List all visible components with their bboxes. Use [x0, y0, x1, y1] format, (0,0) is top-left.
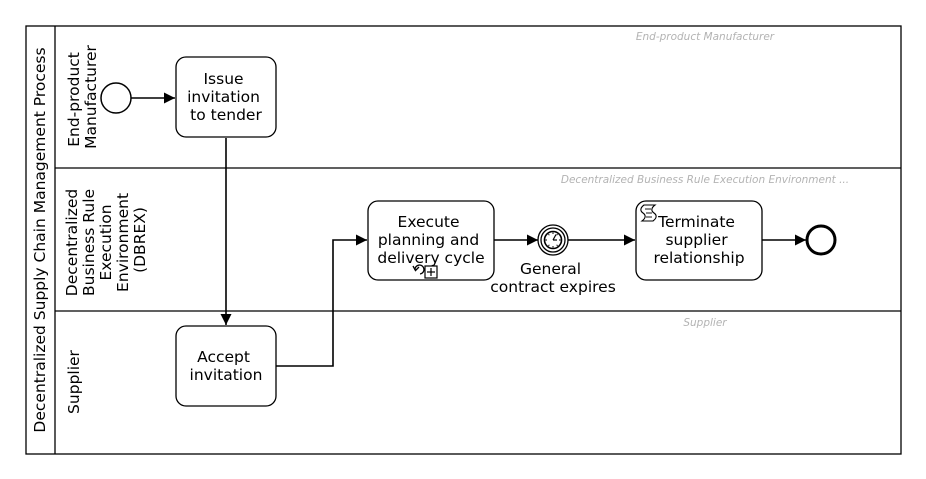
lane-supplier-label: Supplier: [65, 349, 83, 413]
task-label: Issue invitation to tender: [187, 70, 265, 124]
task-label-line: relationship: [653, 249, 744, 267]
lane-watermark: Supplier: [683, 317, 727, 329]
lane-manufacturer-label: End-product Manufacturer: [65, 44, 100, 148]
task-label-line: invitation: [190, 366, 263, 384]
lane-label-line: Environment: [114, 193, 132, 292]
lane-label-line: End-product: [65, 52, 83, 147]
lane-label-line: (DBREX): [131, 207, 149, 273]
task-label-line: planning and: [378, 231, 479, 249]
event-label: General contract expires: [490, 260, 616, 296]
task-box: [175, 325, 277, 407]
task-box: [367, 200, 495, 281]
pool-label: Decentralized Supply Chain Management Pr…: [31, 47, 49, 432]
event-label-line: contract expires: [490, 278, 616, 296]
start-event[interactable]: [100, 82, 132, 114]
task-box: [175, 56, 277, 138]
loop-icon: [412, 264, 425, 275]
task-terminate-relationship[interactable]: Terminate supplier relationship: [635, 200, 763, 281]
lane-label-text: Decentralized Business Rule Execution En…: [63, 184, 149, 296]
task-label-line: supplier: [665, 231, 728, 249]
end-event[interactable]: [805, 224, 837, 256]
task-label: Terminate supplier relationship: [653, 213, 744, 267]
lane-label-line: Execution: [97, 204, 115, 280]
subprocess-plus-icon[interactable]: [424, 265, 438, 279]
task-accept-invitation[interactable]: Accept invitation: [175, 325, 277, 407]
event-label-line: General: [520, 260, 581, 278]
subprocess-execute-planning[interactable]: Execute planning and delivery cycle: [367, 200, 495, 281]
task-label-line: Terminate: [657, 213, 735, 231]
timer-intermediate-event[interactable]: General contract expires: [490, 224, 616, 296]
lane-label-line: Supplier: [65, 349, 83, 413]
task-label: Accept invitation: [190, 348, 263, 384]
task-label-line: Accept: [197, 348, 250, 366]
lane-label-line: Decentralized: [63, 189, 81, 296]
lane-label-line: Business Rule: [80, 189, 98, 296]
flow-accept-to-execute[interactable]: [276, 234, 367, 367]
task-box: [635, 200, 763, 281]
sequence-flows: [131, 92, 806, 367]
lane-watermark: End-product Manufacturer: [636, 31, 775, 43]
task-label-line: delivery cycle: [377, 249, 484, 267]
clock-icon: [543, 230, 563, 250]
task-label: Execute planning and delivery cycle: [377, 213, 484, 267]
lane-label-line: Manufacturer: [82, 44, 100, 148]
task-label-line: Issue: [203, 70, 243, 88]
task-label-line: Execute: [398, 213, 460, 231]
lane-label-text: Supplier: [65, 349, 83, 413]
lane-watermark: Decentralized Business Rule Execution En…: [561, 174, 849, 186]
lane-label-text: End-product Manufacturer: [65, 44, 100, 148]
task-label-line: to tender: [190, 106, 262, 124]
task-issue-invitation[interactable]: Issue invitation to tender: [175, 56, 277, 138]
script-icon: [640, 204, 657, 222]
lane-dbrex-label: Decentralized Business Rule Execution En…: [63, 184, 149, 296]
task-label-line: invitation: [187, 88, 260, 106]
